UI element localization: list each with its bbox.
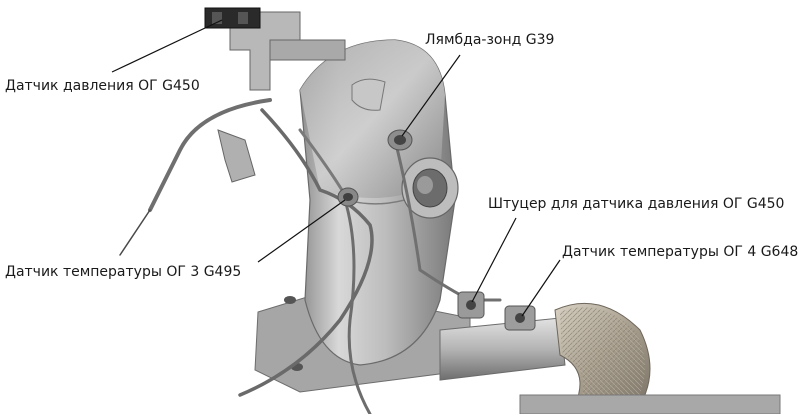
leader-temp-sensor-3: [257, 199, 346, 263]
temp-sensor-4: [504, 305, 536, 331]
leader-pressure-fitting: [471, 217, 517, 303]
outlet-flange: [401, 157, 459, 219]
label-pressure-fitting: Штуцер для датчика давления ОГ G450: [488, 196, 785, 212]
pressure-sensor-bracket: [204, 7, 346, 183]
exhaust-pipe: [439, 302, 781, 414]
label-temp-sensor-4: Датчик температуры ОГ 4 G648: [562, 244, 799, 260]
lambda-probe-fitting: [387, 129, 413, 151]
label-pressure-sensor: Датчик давления ОГ G450: [5, 78, 200, 94]
particulate-filter-housing: [299, 39, 456, 366]
leader-temp-sensor-4: [521, 259, 561, 317]
pressure-fitting: [457, 291, 485, 319]
label-lambda-probe: Лямбда-зонд G39: [425, 32, 555, 48]
label-temp-sensor-3: Датчик температуры ОГ 3 G495: [5, 264, 242, 280]
leader-pressure-sensor: [111, 19, 223, 73]
leader-lambda-probe: [401, 54, 461, 137]
